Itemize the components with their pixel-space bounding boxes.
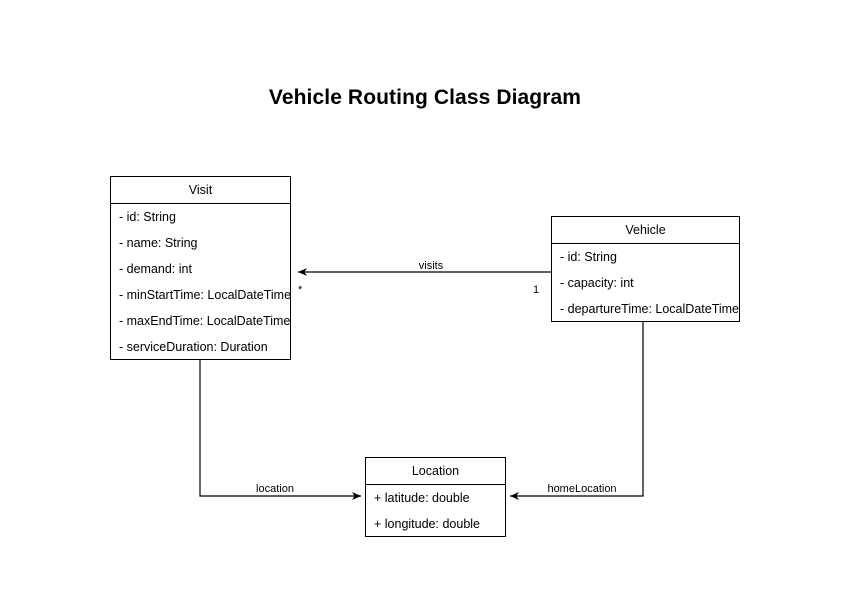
connector-vehicle-homelocation [510, 322, 644, 500]
multiplicity-vehicle: 1 [533, 284, 540, 296]
uml-attribute: - maxEndTime: LocalDateTime [119, 314, 291, 328]
edge-label-visits: visits [418, 260, 444, 272]
edge-label-homelocation: homeLocation [547, 483, 617, 495]
edge-label-location: location [256, 483, 294, 495]
uml-attribute: - id: String [119, 210, 176, 224]
uml-attribute: - serviceDuration: Duration [119, 340, 268, 354]
uml-attribute: - minStartTime: LocalDateTime [119, 288, 292, 302]
diagram-title: Vehicle Routing Class Diagram [268, 86, 582, 109]
uml-attribute: - id: String [560, 250, 617, 264]
uml-attribute: - capacity: int [560, 276, 634, 290]
uml-class-name-vehicle: Vehicle [552, 217, 739, 244]
uml-attributes-visit: - id: String - name: String - demand: in… [111, 204, 292, 360]
uml-attribute: + latitude: double [374, 491, 470, 505]
uml-class-name-location: Location [366, 458, 505, 485]
uml-attribute: + longitude: double [374, 517, 480, 531]
uml-class-location[interactable]: Location + latitude: double + longitude:… [365, 457, 506, 537]
uml-attribute: - demand: int [119, 262, 192, 276]
uml-attributes-vehicle: - id: String - capacity: int - departure… [552, 244, 739, 322]
uml-class-name-visit: Visit [111, 177, 290, 204]
uml-attributes-location: + latitude: double + longitude: double [366, 485, 505, 537]
uml-class-vehicle[interactable]: Vehicle - id: String - capacity: int - d… [551, 216, 740, 322]
uml-attribute: - departureTime: LocalDateTime [560, 302, 740, 316]
uml-attribute: - name: String [119, 236, 198, 250]
uml-class-visit[interactable]: Visit - id: String - name: String - dema… [110, 176, 291, 360]
multiplicity-visit: * [298, 284, 303, 296]
connector-visit-location [199, 360, 361, 500]
